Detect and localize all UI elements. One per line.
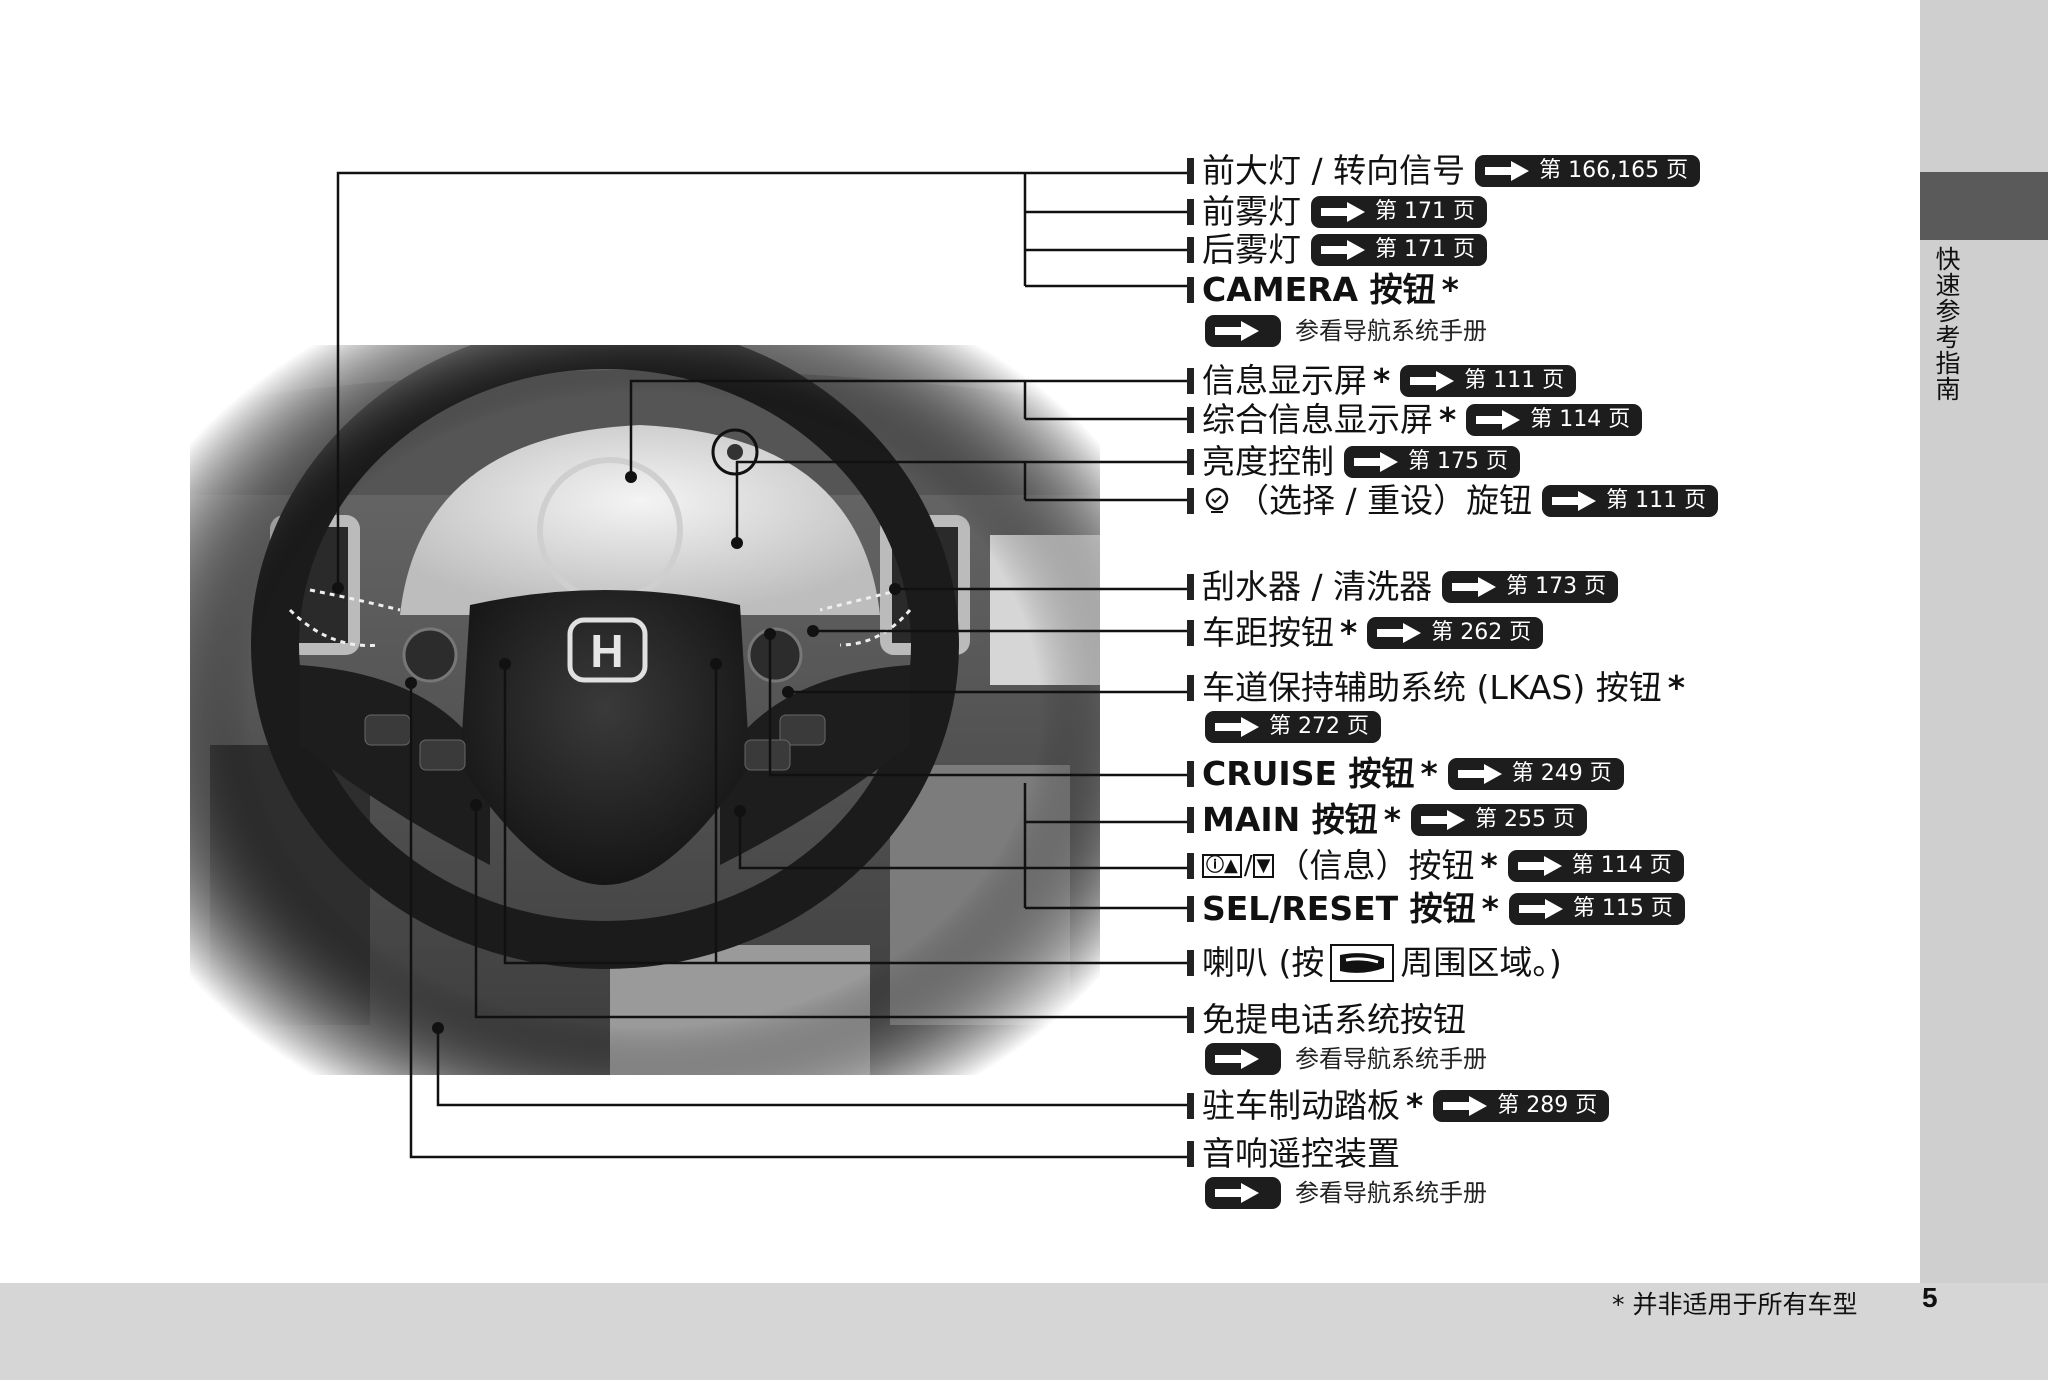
callout-distance: 车距按钮* 第 262 页 [1187,614,1544,652]
info-up-icon: ⓘ▲ [1202,854,1242,878]
page-ref-cruise[interactable]: 第 249 页 [1447,758,1624,790]
page-number: 5 [1922,1282,1938,1313]
sub-audio-remote: 参看导航系统手册 [1205,1176,1487,1210]
info-down-icon: ▼ [1252,854,1275,878]
arrow-right-icon [1354,452,1398,472]
page-ref-info-buttons[interactable]: 第 114 页 [1507,850,1684,882]
arrow-right-icon [1443,1096,1488,1116]
arrow-right-icon [1476,410,1521,430]
callout-cruise: CRUISE 按钮* 第 249 页 [1187,755,1624,793]
callout-info-buttons: ⓘ▲/▼ （信息）按钮* 第 114 页 [1187,847,1684,885]
arrow-right-icon [1517,856,1562,876]
page-ref-main[interactable]: 第 255 页 [1411,804,1588,836]
nav-ref-audio-remote[interactable] [1205,1177,1281,1209]
arrow-right-icon [1215,717,1259,737]
sub-lkas: 第 272 页 [1205,711,1395,743]
footnote: * 并非适用于所有车型 [1612,1290,1858,1319]
arrow-right-icon [1215,1183,1259,1203]
arrow-right-icon [1452,577,1497,597]
callout-select-reset-knob: （选择 / 重设）旋钮 第 111 页 [1187,482,1719,520]
callout-camera: CAMERA 按钮* [1187,271,1459,309]
page-ref-knob[interactable]: 第 111 页 [1542,485,1719,517]
arrow-right-icon [1457,764,1502,784]
callout-horn: 喇叭 (按 周围区域。) [1187,944,1562,982]
callout-brightness: 亮度控制 第 175 页 [1187,443,1520,481]
page-ref-distance[interactable]: 第 262 页 [1367,617,1544,649]
page-ref-headlights[interactable]: 第 166,165 页 [1475,155,1701,187]
page-ref-parking-brake[interactable]: 第 289 页 [1433,1090,1610,1122]
callout-multi-info-display: 综合信息显示屏* 第 114 页 [1187,401,1643,439]
callout-info-display: 信息显示屏* 第 111 页 [1187,362,1577,400]
page-ref-lkas[interactable]: 第 272 页 [1205,711,1381,743]
sub-camera: 参看导航系统手册 [1205,314,1487,348]
nav-ref-camera[interactable] [1205,315,1281,347]
page-ref-wipers[interactable]: 第 173 页 [1442,571,1619,603]
callout-front-fog: 前雾灯 第 171 页 [1187,193,1487,231]
arrow-right-icon [1410,371,1455,391]
page-ref-rear-fog[interactable]: 第 171 页 [1311,234,1487,266]
horn-icon [1330,944,1395,982]
arrow-right-icon [1518,899,1563,919]
side-tab-label: 快速参考指南 [1932,246,1961,402]
page-ref-front-fog[interactable]: 第 171 页 [1311,196,1487,228]
arrow-right-icon [1485,161,1530,181]
arrow-right-icon [1215,321,1259,341]
callout-parking-brake: 驻车制动踏板* 第 289 页 [1187,1087,1610,1125]
sub-handsfree: 参看导航系统手册 [1205,1042,1487,1076]
arrow-right-icon [1552,491,1597,511]
arrow-right-icon [1321,202,1365,222]
steering-wheel-photo: H [190,345,1100,1075]
callout-headlights: 前大灯 / 转向信号 第 166,165 页 [1187,152,1701,190]
callout-wipers: 刮水器 / 清洗器 第 173 页 [1187,568,1619,606]
arrow-right-icon [1321,240,1365,260]
footer-band [0,1283,2048,1380]
callout-rear-fog: 后雾灯 第 171 页 [1187,231,1487,269]
page-ref-brightness[interactable]: 第 175 页 [1344,446,1520,478]
callout-lkas: 车道保持辅助系统 (LKAS) 按钮* [1187,669,1685,707]
nav-ref-handsfree[interactable] [1205,1043,1281,1075]
callout-sel-reset: SEL/RESET 按钮* 第 115 页 [1187,890,1685,928]
side-tab-marker [1920,172,2048,240]
arrow-right-icon [1215,1049,1259,1069]
arrow-right-icon [1377,623,1422,643]
page-ref-sel-reset[interactable]: 第 115 页 [1508,893,1685,925]
page-ref-info-display[interactable]: 第 111 页 [1400,365,1577,397]
callout-handsfree: 免提电话系统按钮 [1187,1001,1466,1039]
callout-main: MAIN 按钮* 第 255 页 [1187,801,1588,839]
callout-audio-remote: 音响遥控装置 [1187,1135,1400,1173]
knob-icon [1205,487,1229,513]
arrow-right-icon [1421,810,1466,830]
page-ref-multi-info[interactable]: 第 114 页 [1466,404,1643,436]
